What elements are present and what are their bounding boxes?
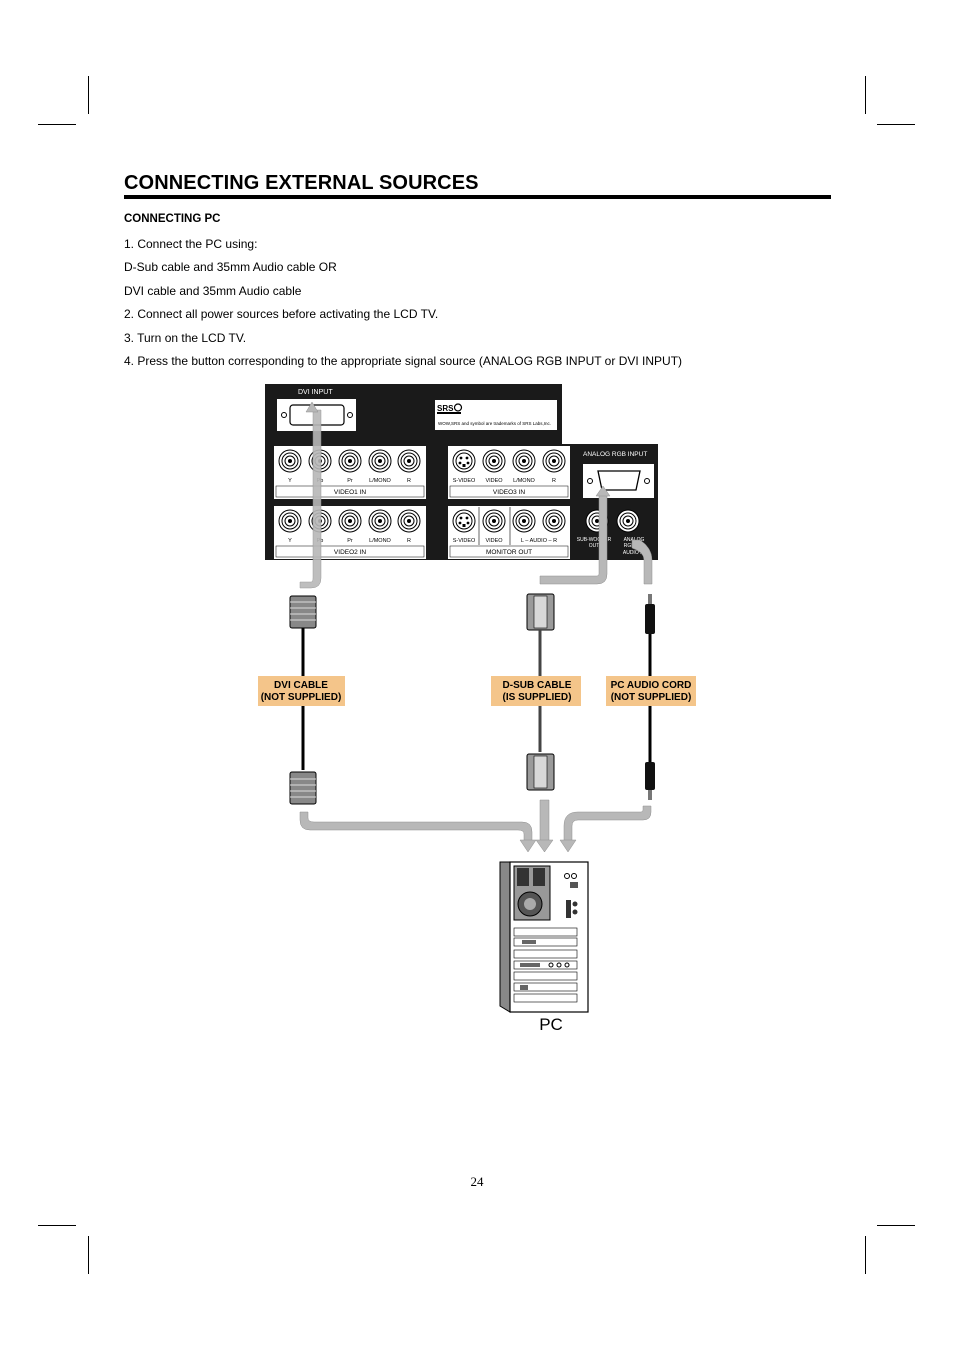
analog-audio-label: AUDIO IN [623, 550, 646, 556]
connection-arrow [631, 539, 653, 585]
analog-audio-in-jack [616, 509, 640, 533]
step-text: 4. Press the button corresponding to the… [124, 354, 683, 368]
video1-in-label: VIDEO1 IN [334, 489, 366, 496]
crop-mark [38, 124, 76, 125]
page-title: CONNECTING EXTERNAL SOURCES [124, 172, 479, 194]
svg-text:Pr: Pr [347, 538, 353, 544]
svg-text:(IS SUPPLIED): (IS SUPPLIED) [503, 692, 572, 703]
svg-text:PC AUDIO CORD: PC AUDIO CORD [611, 680, 692, 691]
dvi-cable [289, 595, 317, 805]
svg-text:R: R [552, 478, 556, 484]
pc-label: PC [539, 1015, 563, 1034]
svg-text:Pr: Pr [347, 478, 353, 484]
crop-mark [38, 1225, 76, 1226]
svg-text:S-VIDEO: S-VIDEO [453, 538, 476, 544]
video3-in-label: VIDEO3 IN [493, 489, 525, 496]
crop-mark [865, 76, 866, 114]
dsub-cable [526, 593, 555, 791]
pc-tower-icon [499, 861, 589, 1013]
crop-mark [877, 1225, 915, 1226]
video1-in-panel: Y Pb Pr L/MONO R VIDEO1 IN [274, 446, 426, 499]
dsub-cable-label: D-SUB CABLE (IS SUPPLIED) [491, 676, 581, 706]
crop-mark [88, 76, 89, 114]
step-text: DVI cable and 35mm Audio cable [124, 284, 302, 298]
video3-in-panel: S-VIDEO VIDEO L/MONO R VIDEO3 IN [448, 446, 570, 499]
srs-logo: SRS WOW,SRS and symbol are trademarks of… [435, 400, 557, 430]
svg-text:(NOT SUPPLIED): (NOT SUPPLIED) [611, 692, 692, 703]
step-text: 3. Turn on the LCD TV. [124, 331, 247, 345]
svg-text:L – AUDIO – R: L – AUDIO – R [521, 538, 557, 544]
pc-audio-cord-label: PC AUDIO CORD (NOT SUPPLIED) [606, 676, 696, 706]
section-heading: CONNECTING PC [124, 213, 221, 225]
connection-arrow [299, 401, 322, 589]
step-text: D-Sub cable and 35mm Audio cable OR [124, 260, 337, 274]
subwoofer-label: OUT [589, 543, 600, 549]
connection-arrow [559, 805, 652, 853]
title-rule [124, 195, 831, 199]
svg-text:SRS: SRS [437, 404, 454, 413]
analog-rgb-input-label: ANALOG RGB INPUT [583, 451, 647, 458]
svg-text:R: R [407, 538, 411, 544]
svg-text:Y: Y [288, 478, 292, 484]
dvi-cable-label: DVI CABLE (NOT SUPPLIED) [258, 676, 345, 706]
svg-text:(NOT SUPPLIED): (NOT SUPPLIED) [261, 692, 342, 703]
video2-in-label: VIDEO2 IN [334, 549, 366, 556]
svg-text:S-VIDEO: S-VIDEO [453, 478, 476, 484]
connection-arrow [299, 811, 537, 853]
svg-text:L/MONO: L/MONO [513, 478, 535, 484]
monitor-out-label: MONITOR OUT [486, 549, 532, 556]
page-number: 24 [470, 1174, 484, 1189]
srs-trademark: WOW,SRS and symbol are trademarks of SRS… [438, 421, 551, 426]
crop-mark [865, 1236, 866, 1274]
subwoofer-label: SUB-WOOFER [577, 537, 612, 543]
connection-arrow [539, 485, 611, 585]
crop-mark [88, 1236, 89, 1274]
dvi-input-label: DVI INPUT [298, 389, 333, 396]
step-text: 2. Connect all power sources before acti… [124, 307, 439, 321]
connection-arrow [535, 799, 554, 853]
svg-text:VIDEO: VIDEO [485, 478, 503, 484]
video2-in-panel: Y Pb Pr L/MONO R VIDEO2 IN [274, 506, 426, 559]
svg-text:Y: Y [288, 538, 292, 544]
svg-text:VIDEO: VIDEO [485, 538, 503, 544]
monitor-out-panel: S-VIDEO VIDEO L – AUDIO – R MONITOR OUT [448, 506, 570, 559]
svg-text:R: R [407, 478, 411, 484]
analog-rgb-input-port [583, 464, 654, 498]
svg-text:L/MONO: L/MONO [369, 478, 391, 484]
svg-text:DVI CABLE: DVI CABLE [274, 680, 328, 691]
svg-text:D-SUB CABLE: D-SUB CABLE [503, 680, 572, 691]
svg-text:L/MONO: L/MONO [369, 538, 391, 544]
step-text: 1. Connect the PC using: [124, 237, 258, 251]
crop-mark [877, 124, 915, 125]
